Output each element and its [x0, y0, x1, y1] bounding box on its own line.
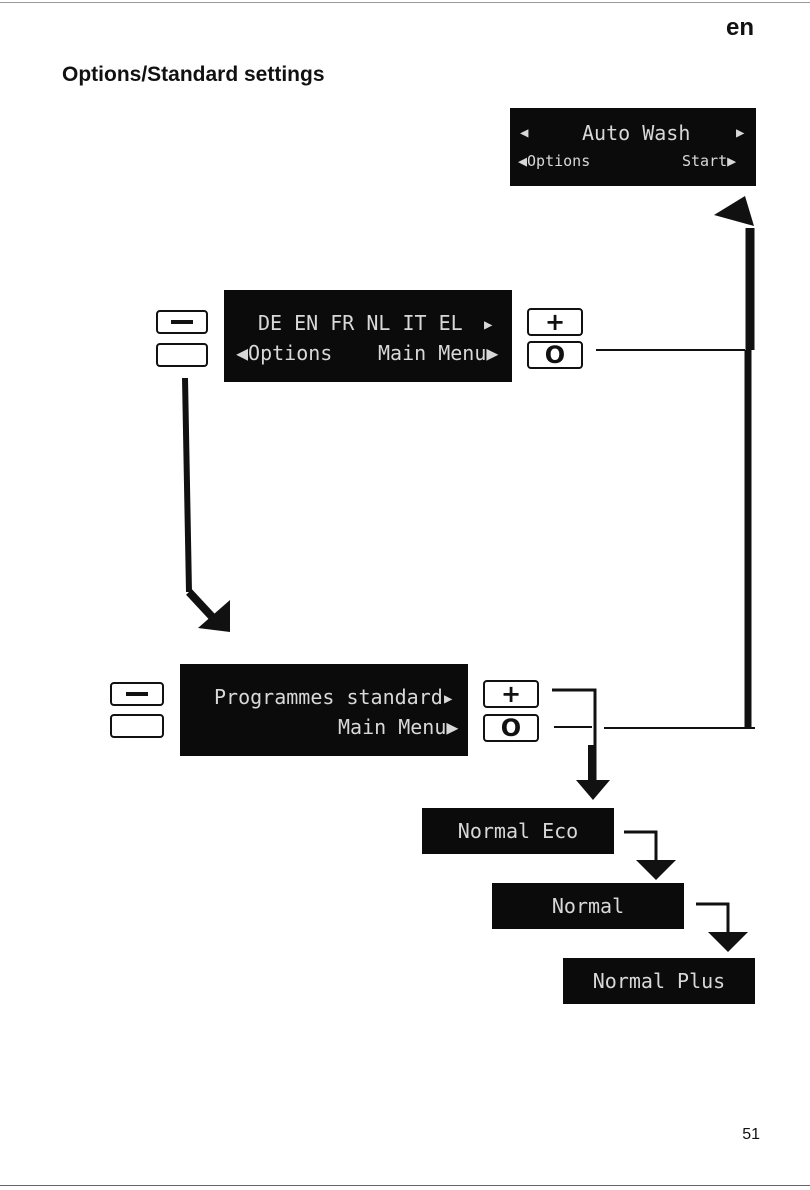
- connector-left-diagonal: [189, 592, 215, 620]
- blank-key[interactable]: [156, 343, 208, 367]
- option-normal-plus[interactable]: Normal Plus: [563, 958, 755, 1004]
- display-right-arrow: ▶: [736, 122, 744, 144]
- display-left-arrow: ◀: [520, 122, 528, 144]
- blank-key-2[interactable]: [110, 714, 164, 738]
- display-auto-wash: ◀ Auto Wash ▶ ◀Options Start▶: [510, 108, 756, 186]
- display-options-label: ◀Options: [236, 342, 332, 364]
- display-programmes: Programmes standard ▶ Main Menu▶: [180, 664, 468, 756]
- display-main-menu-label: Main Menu▶: [338, 716, 458, 738]
- option-normal-eco[interactable]: Normal Eco: [422, 808, 614, 854]
- display-right-arrow: ▶: [444, 688, 452, 710]
- arrow-down-normal-eco: [576, 780, 610, 800]
- display-right-arrow: ▶: [484, 314, 492, 336]
- arrow-up-auto-wash: [714, 196, 754, 226]
- connector-left-vertical: [185, 378, 189, 592]
- display-languages: DE EN FR NL IT EL ▶ ◀Options Main Menu▶: [224, 290, 512, 382]
- display-programmes-text: Programmes standard: [214, 686, 443, 708]
- arrow-down-normal-plus: [708, 932, 748, 952]
- plus-key-2[interactable]: +: [483, 680, 539, 708]
- display-start-label: Start▶: [682, 150, 736, 172]
- option-normal[interactable]: Normal: [492, 883, 684, 929]
- connector-normal-to-plus: [696, 904, 728, 934]
- minus-key[interactable]: [156, 310, 208, 334]
- connector-eco-to-normal: [624, 832, 656, 862]
- display-options-label: ◀Options: [518, 150, 590, 172]
- display-auto-wash-text: Auto Wash: [582, 122, 690, 144]
- ok-key-2[interactable]: O: [483, 714, 539, 742]
- ok-key[interactable]: O: [527, 341, 583, 369]
- display-language-list: DE EN FR NL IT EL: [258, 312, 463, 334]
- arrow-down-normal: [636, 860, 676, 880]
- display-main-menu-label: Main Menu▶: [378, 342, 498, 364]
- minus-key-2[interactable]: [110, 682, 164, 706]
- plus-key[interactable]: +: [527, 308, 583, 336]
